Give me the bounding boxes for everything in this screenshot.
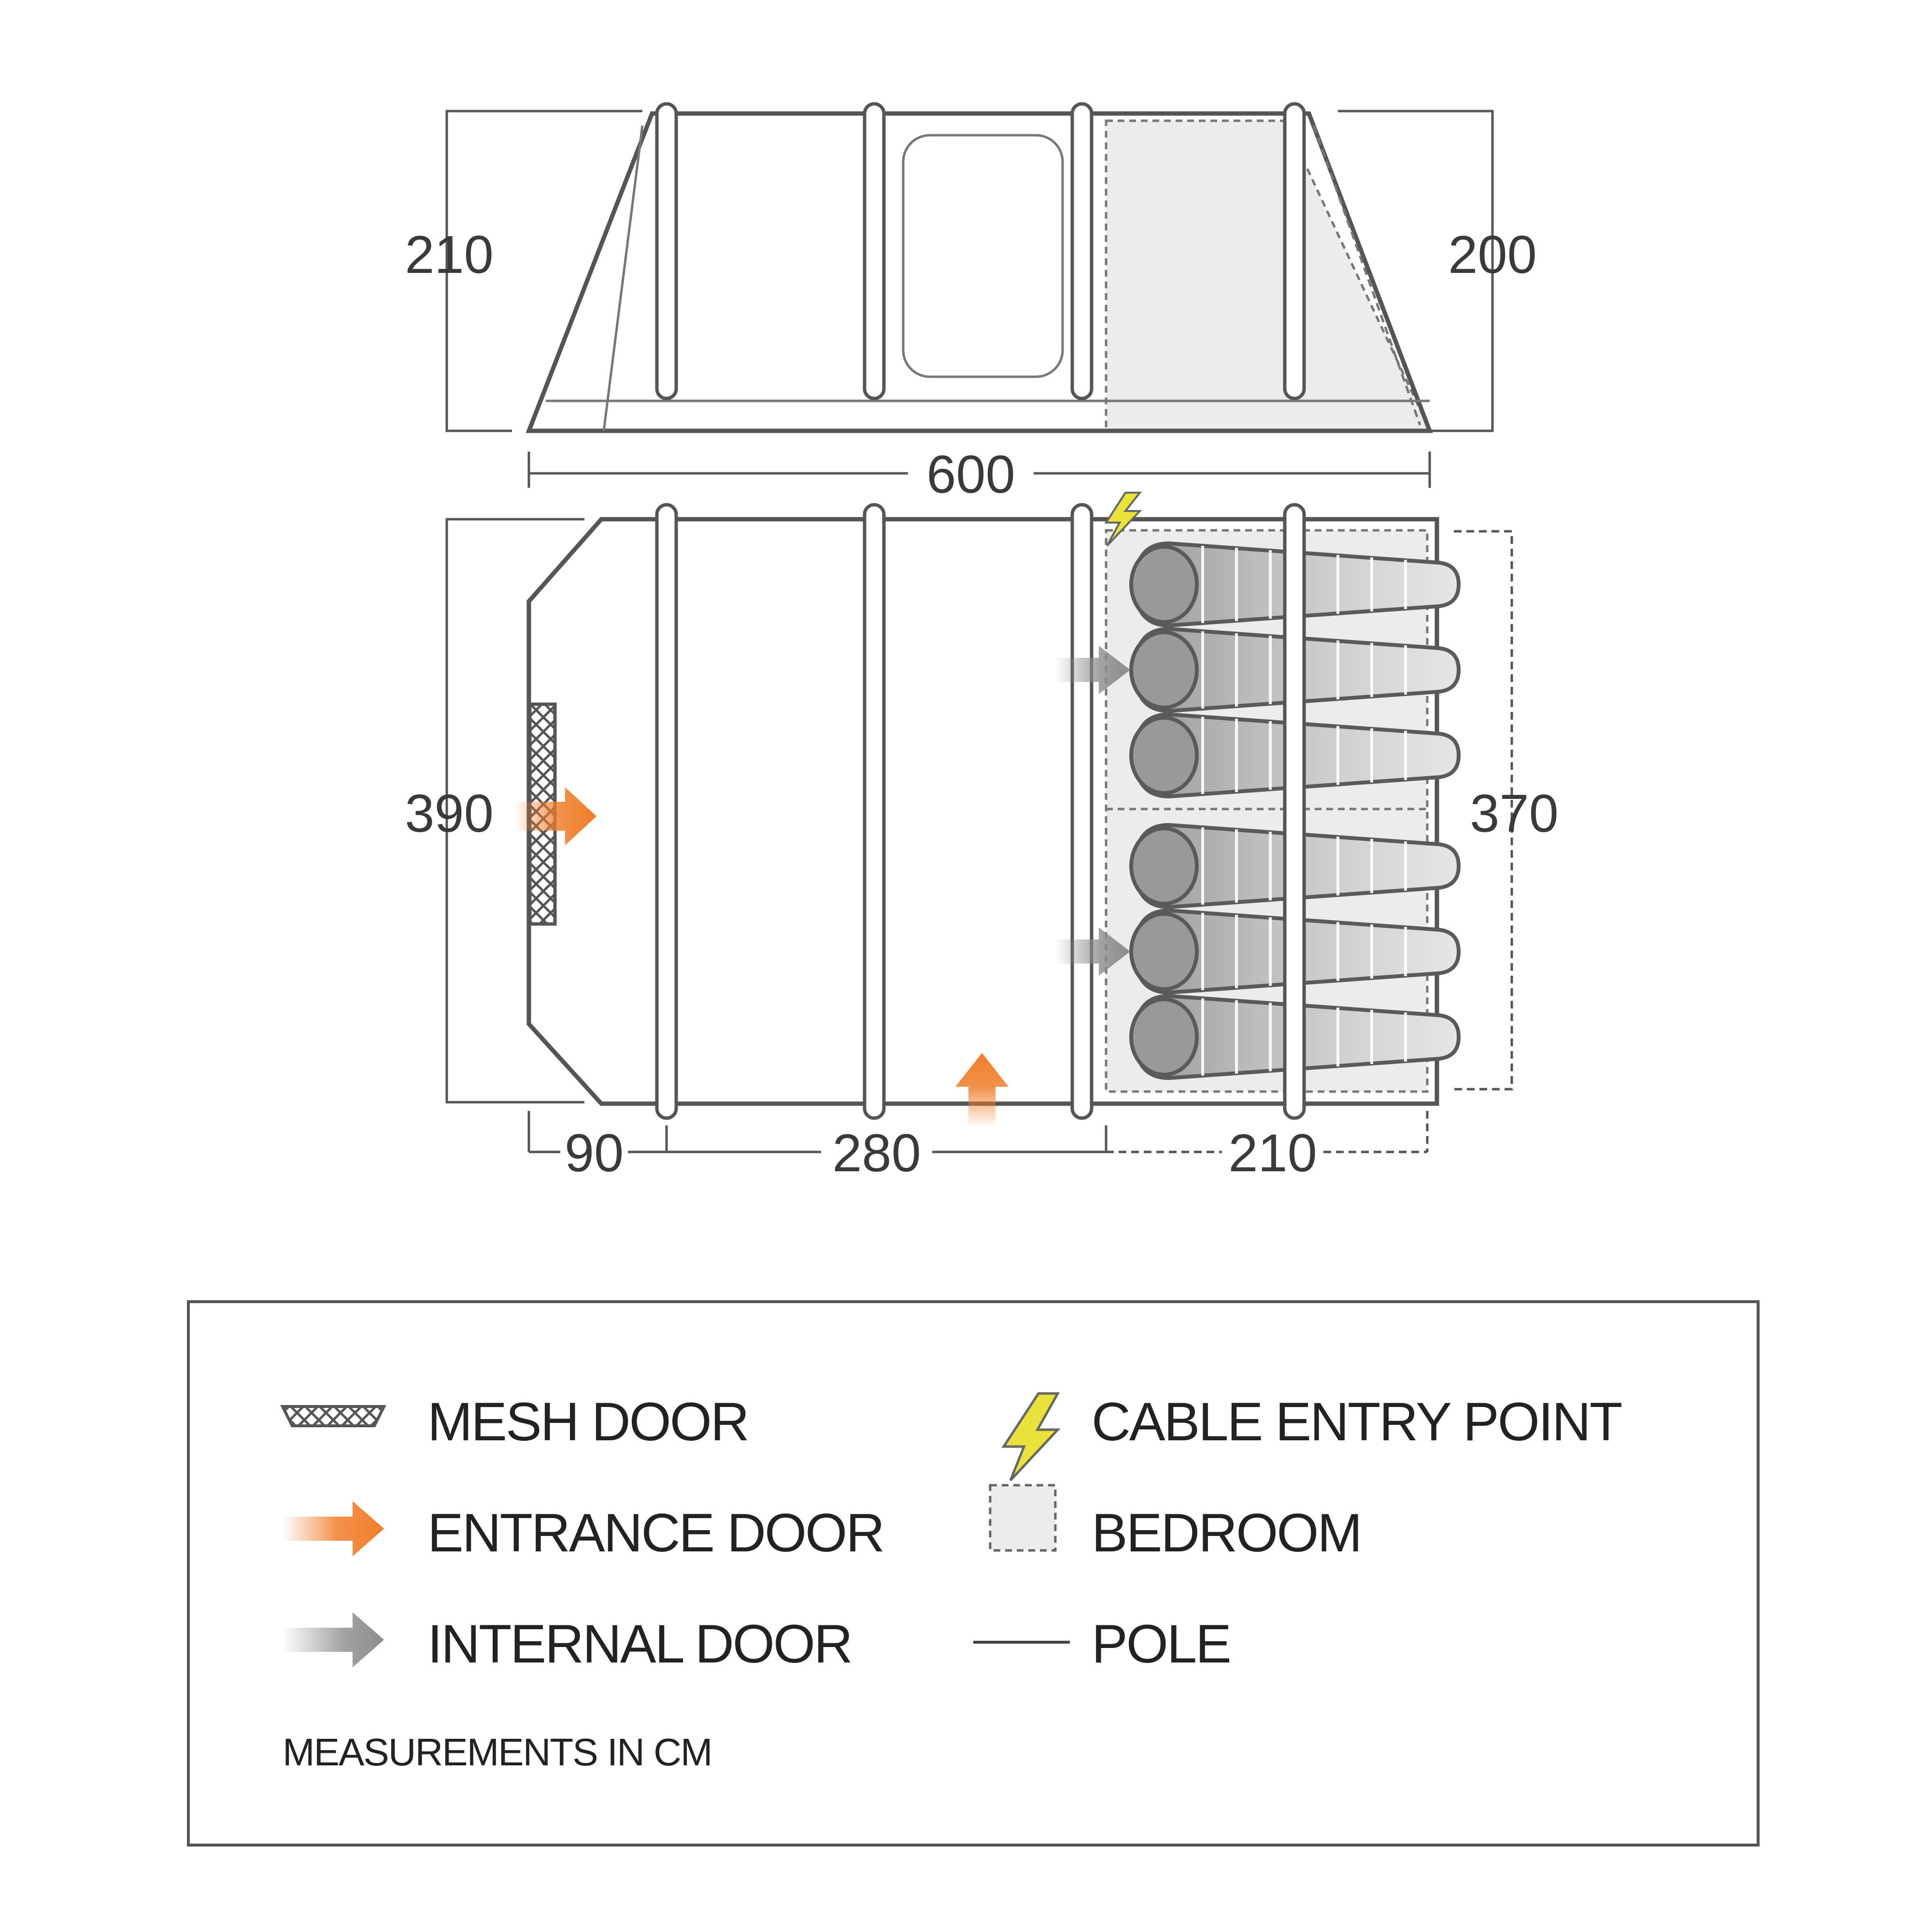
legend-entrance-door: ENTRANCE DOOR xyxy=(427,1503,883,1563)
bedroom-swatch-icon xyxy=(989,1484,1057,1552)
side-pole xyxy=(1283,102,1306,400)
segment-porch-label: 90 xyxy=(565,1123,624,1183)
side-poles xyxy=(655,102,1306,400)
legend-internal-door: INTERNAL DOOR xyxy=(427,1614,852,1674)
segment-bedroom-label: 210 xyxy=(1228,1123,1317,1183)
side-pole xyxy=(863,102,886,400)
legend-pole: POLE xyxy=(1092,1614,1230,1674)
side-elevation: 210 200 xyxy=(405,102,1537,433)
legend-cable-entry-point: CABLE ENTRY POINT xyxy=(1092,1392,1621,1452)
side-pole xyxy=(655,102,678,400)
entrance-arrow-icon xyxy=(514,787,597,845)
lightning-bolt-icon xyxy=(1001,1392,1061,1481)
lightning-bolt-icon xyxy=(1104,492,1142,547)
segment-living-label: 280 xyxy=(832,1123,921,1183)
height-right-label: 200 xyxy=(1448,225,1537,284)
side-bedroom-area xyxy=(1105,119,1432,431)
legend-box: MESH DOOR ENTRANCE DOOR INTERNAL DOOR CA… xyxy=(187,1300,1760,1847)
floor-pole xyxy=(863,503,886,1120)
mesh-door-icon xyxy=(280,1405,386,1427)
length-dimension: 600 xyxy=(527,445,1431,504)
internal-arrow-icon xyxy=(1055,927,1130,976)
floor-pole xyxy=(655,503,678,1120)
side-dimension-guides xyxy=(445,110,1494,432)
internal-arrow-icon xyxy=(283,1612,384,1667)
width-guides-right xyxy=(1454,530,1513,1091)
width-guides-left xyxy=(445,518,584,1104)
legend-bedroom: BEDROOM xyxy=(1092,1503,1361,1563)
floor-poles xyxy=(655,503,1306,1120)
internal-arrow-icon xyxy=(1055,646,1130,694)
floor-plan: 390 370 xyxy=(405,492,1559,1128)
segment-dimensions: 90 280 210 xyxy=(527,1111,1429,1183)
floor-pole xyxy=(1283,503,1306,1120)
width-right-label: 370 xyxy=(1470,784,1559,843)
height-left-label: 210 xyxy=(405,225,494,284)
floor-pole xyxy=(1070,503,1094,1120)
width-left-label: 390 xyxy=(405,784,494,843)
side-inner-lines xyxy=(546,125,1430,431)
side-pole xyxy=(1070,102,1094,400)
entrance-arrow-icon xyxy=(955,1053,1009,1128)
legend-mesh-door: MESH DOOR xyxy=(427,1392,748,1452)
length-label: 600 xyxy=(926,445,1015,504)
entrance-arrow-icon xyxy=(283,1501,384,1556)
floor-outline xyxy=(526,517,1439,1106)
measurements-note: MEASUREMENTS IN CM xyxy=(283,1731,712,1774)
